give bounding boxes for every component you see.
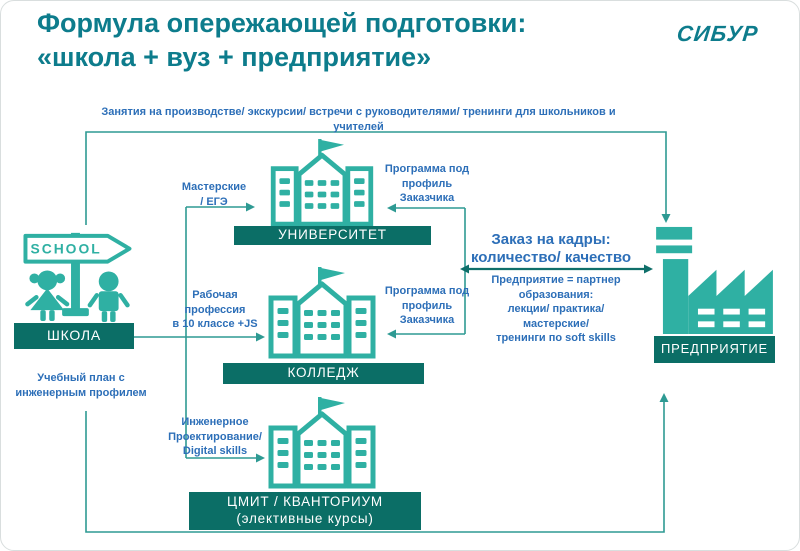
university-box: УНИВЕРСИТЕТ bbox=[234, 226, 431, 245]
school-signboard bbox=[23, 233, 132, 264]
college-building-icon bbox=[268, 267, 376, 359]
arrowhead bbox=[659, 393, 669, 402]
university-building-icon bbox=[270, 139, 374, 227]
college-box: КОЛЛЕДЖ bbox=[223, 363, 424, 384]
factory-icon bbox=[656, 226, 773, 334]
arrowhead bbox=[661, 214, 671, 223]
label-workshops-ege: Мастерские / ЕГЭ bbox=[181, 181, 247, 208]
cmit-box-label: ЦМИТ / КВАНТОРИУМ (элективные курсы) bbox=[227, 494, 383, 526]
school-box: ШКОЛА bbox=[14, 323, 134, 349]
page-title: Формула опережающей подготовки: «школа +… bbox=[37, 8, 527, 72]
label-school-plan: Учебный план с инженерным профилем bbox=[15, 372, 147, 399]
college-box-label: КОЛЛЕДЖ bbox=[287, 365, 360, 381]
label-working-profession: Рабочая профессия в 10 классе +JS bbox=[172, 289, 258, 331]
label-engineering: Инженерное Проектирование/ Digital skill… bbox=[168, 416, 262, 458]
boy-icon bbox=[98, 271, 119, 323]
arrowhead bbox=[256, 332, 265, 342]
cmit-box: ЦМИТ / КВАНТОРИУМ (элективные курсы) bbox=[189, 492, 421, 530]
school-sign-text: SCHOOL bbox=[30, 241, 101, 257]
label-program-university: Программа под профиль Заказчика bbox=[384, 163, 470, 205]
label-order: Заказ на кадры: количество/ качество bbox=[470, 231, 632, 267]
sibur-logo: СИБУР bbox=[675, 21, 760, 46]
enterprise-box: ПРЕДПРИЯТИЕ bbox=[654, 336, 775, 363]
label-program-college: Программа под профиль Заказчика bbox=[384, 285, 470, 327]
girl-icon bbox=[29, 270, 66, 322]
label-top-flow: Занятия на производстве/ экскурсии/ встр… bbox=[101, 106, 616, 133]
school-sign-kids-icon: SCHOOL bbox=[23, 232, 132, 323]
enterprise-box-label: ПРЕДПРИЯТИЕ bbox=[661, 341, 768, 357]
label-enterprise-partner: Предприятие = партнер образования: лекци… bbox=[491, 274, 621, 345]
arrowhead bbox=[387, 329, 396, 339]
school-box-label: ШКОЛА bbox=[46, 327, 102, 344]
university-box-label: УНИВЕРСИТЕТ bbox=[278, 227, 387, 243]
cmit-building-icon bbox=[268, 397, 376, 489]
